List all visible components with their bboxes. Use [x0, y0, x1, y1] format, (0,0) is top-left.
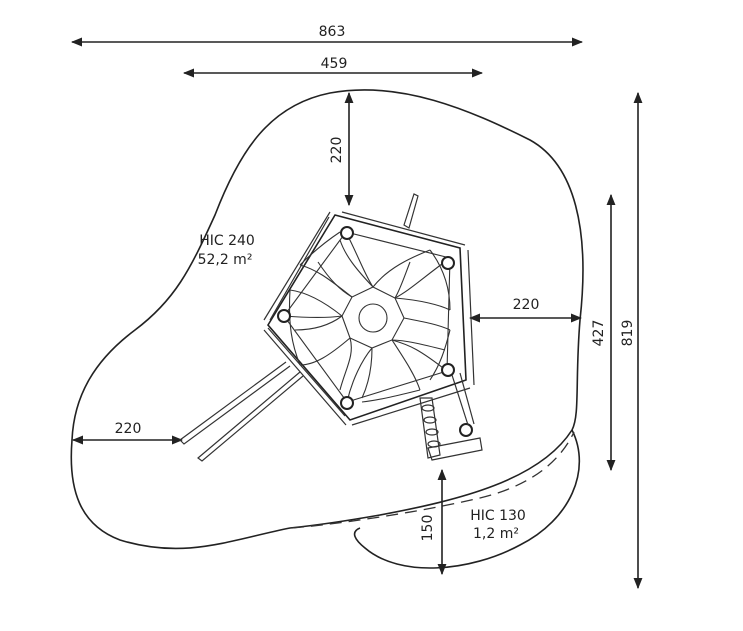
climbing-structure [179, 193, 483, 462]
rope-net [283, 231, 451, 403]
safety-zone-outline [70, 89, 584, 550]
dim-label-left-clearance: 220 [115, 421, 142, 437]
zone-secondary-area: 1,2 m² [473, 526, 519, 542]
slide-rails [179, 361, 304, 462]
dim-label-right-clearance: 220 [513, 297, 540, 313]
zone-boundary-dashed [291, 431, 575, 529]
dimension-right-clearance: 220 [468, 297, 583, 323]
zone-secondary-hic: HIC 130 [470, 508, 526, 524]
dim-label-overall-width: 863 [319, 24, 346, 40]
dimension-bottom-clearance: 150 [420, 468, 447, 576]
dimension-top-clearance: 220 [329, 91, 354, 207]
corner-posts [277, 226, 473, 437]
dim-label-structure-width: 459 [321, 56, 348, 72]
dimension-overall-height: 819 [620, 91, 643, 590]
dimension-left-clearance: 220 [71, 421, 184, 445]
dimension-structure-width: 459 [182, 56, 484, 78]
dim-label-height-inner: 427 [591, 320, 607, 347]
dimension-height-inner: 427 [591, 193, 616, 472]
zone-main-hic: HIC 240 [199, 233, 255, 249]
structure-frame [267, 214, 467, 421]
dim-label-overall-height: 819 [620, 320, 636, 347]
dim-label-top-clearance: 220 [329, 137, 345, 164]
dim-label-bottom-clearance: 150 [420, 515, 436, 542]
ladder [419, 372, 483, 461]
secondary-zone-outline [353, 429, 581, 569]
dimension-overall-width: 863 [70, 24, 584, 47]
zone-main-area: 52,2 m² [198, 252, 253, 268]
